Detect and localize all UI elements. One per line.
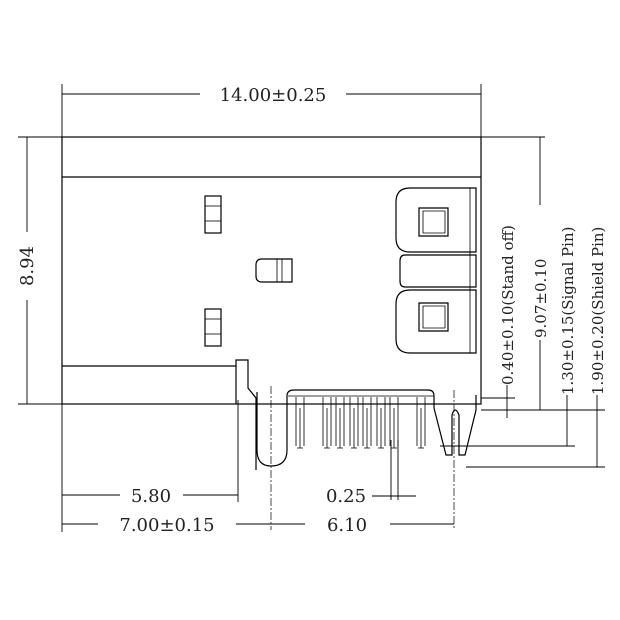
signal-pin	[389, 397, 399, 449]
signal-pin	[416, 397, 426, 449]
dimension-lines	[18, 84, 605, 532]
signal-pin	[295, 397, 305, 449]
shield-pin-label: 1.90±0.20(Shield Pin)	[589, 227, 607, 395]
pin-section	[256, 386, 477, 530]
pin-pitch-label: 0.25	[326, 486, 366, 507]
signal-pin	[362, 397, 372, 449]
overall-height-label: 8.94	[17, 246, 38, 286]
signal-pin	[335, 397, 345, 449]
tab-offset-label: 5.80	[131, 486, 171, 507]
slot-offset-label: 7.00±0.15	[119, 515, 214, 536]
dimension-labels: 14.00±0.25 8.94 5.80 7.00±0.15 0.25 6.10…	[17, 85, 607, 536]
signal-pin-label: 1.30±0.15(Signal Pin)	[559, 227, 577, 395]
signal-pin	[376, 397, 386, 449]
stand-off-label: 0.40±0.10(Stand off)	[499, 225, 517, 385]
shield-spacing-label: 6.10	[327, 515, 367, 536]
overall-width-label: 14.00±0.25	[220, 85, 327, 106]
connector-body	[61, 136, 482, 470]
total-height-label: 9.07±0.10	[532, 259, 550, 338]
signal-pin	[349, 397, 359, 449]
signal-pin	[322, 397, 332, 449]
